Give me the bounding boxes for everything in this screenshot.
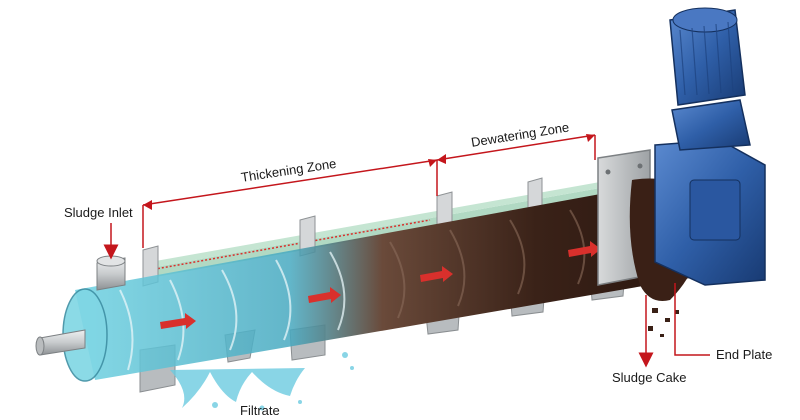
frame-plates	[142, 177, 543, 287]
filtrate-splash	[170, 352, 354, 411]
bracket-arrowheads	[143, 134, 595, 210]
label-sludge-cake: Sludge Cake	[612, 370, 687, 385]
screw-drum	[35, 185, 690, 382]
gear-motor-icon	[654, 7, 766, 286]
frame-rail	[149, 182, 600, 278]
label-filtrate: Filtrate	[240, 403, 280, 418]
annotation-lines	[103, 134, 710, 368]
label-sludge-inlet: Sludge Inlet	[64, 205, 133, 220]
label-end-plate: End Plate	[716, 347, 773, 362]
flow-arrows	[160, 241, 601, 329]
